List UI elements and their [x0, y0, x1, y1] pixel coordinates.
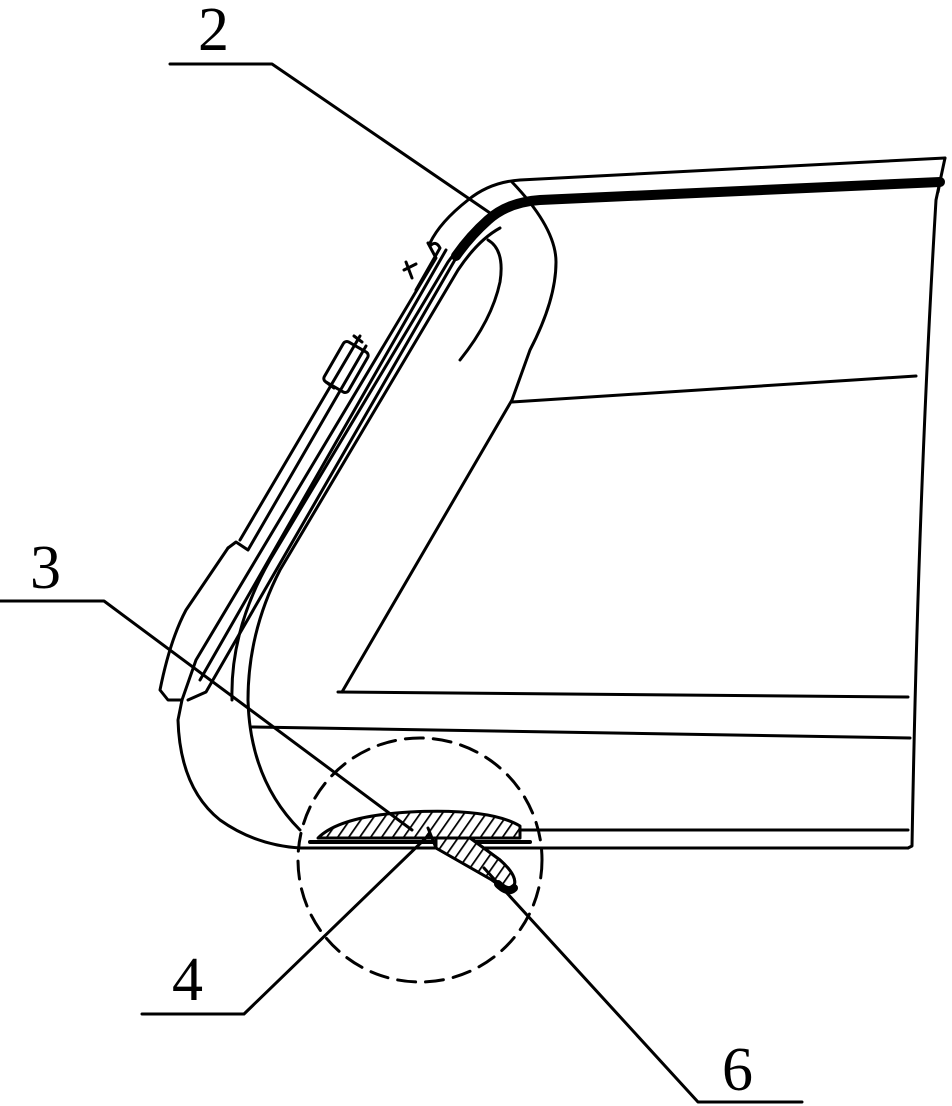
detail-circle	[296, 736, 544, 984]
body-outline	[176, 156, 947, 850]
wiper-blade	[158, 241, 458, 702]
label-ref-6: 6	[722, 1036, 753, 1104]
hatched-trim	[308, 809, 532, 895]
label-ref-4: 4	[172, 946, 203, 1014]
label-ref-3: 3	[30, 534, 61, 602]
label-ref-2: 2	[198, 0, 229, 64]
roof-trim	[451, 177, 945, 261]
leader-lines	[0, 62, 804, 1104]
window-panel	[250, 374, 918, 740]
